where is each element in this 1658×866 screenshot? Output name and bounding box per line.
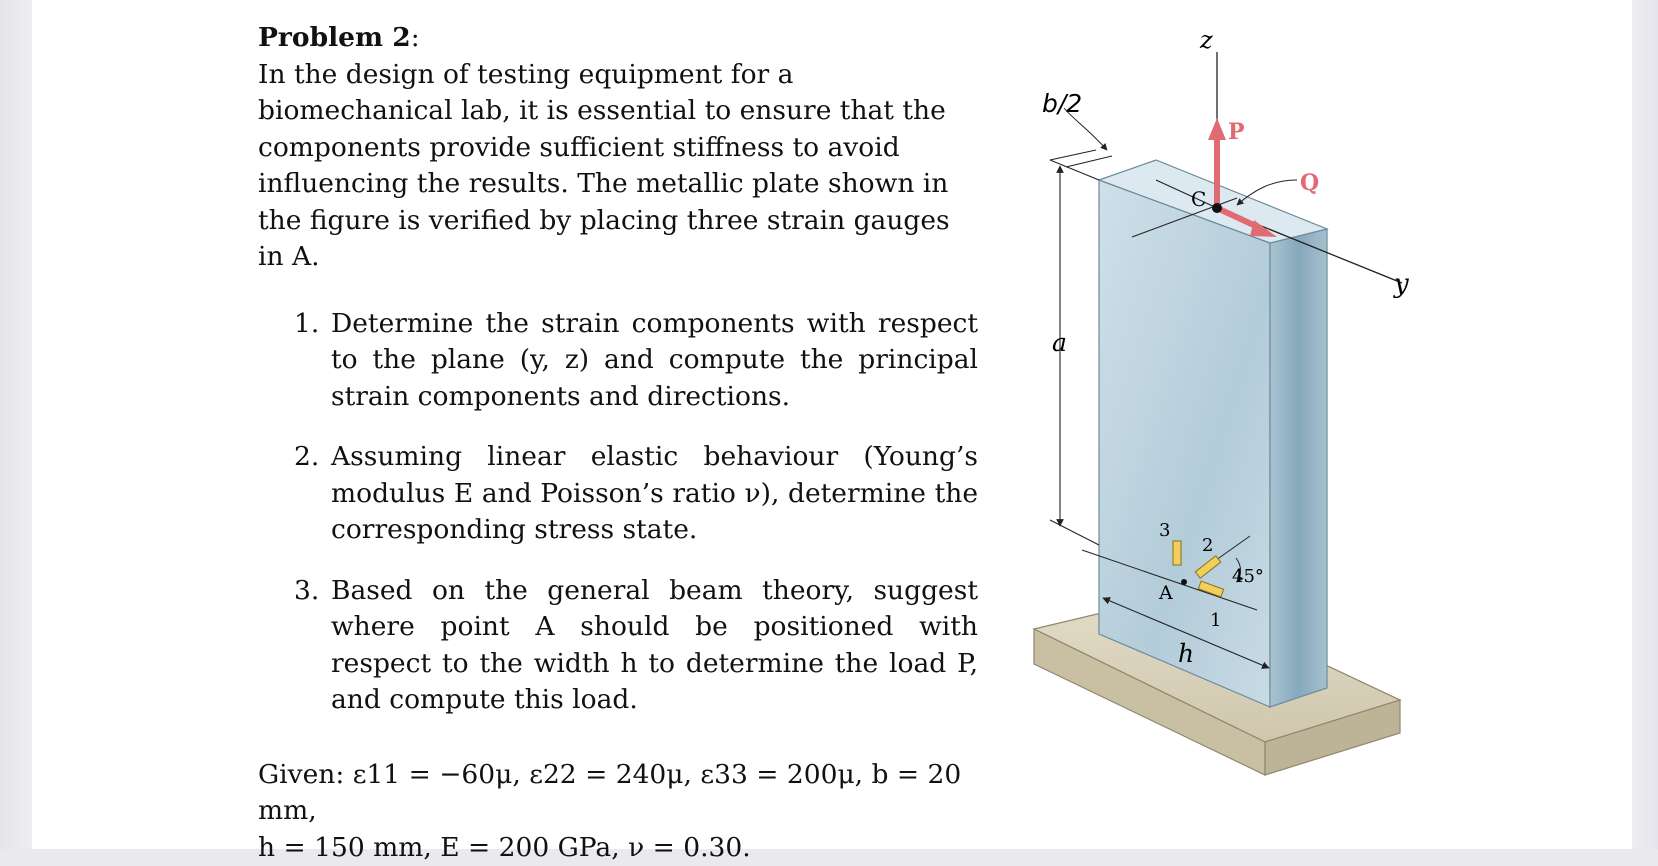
point-C bbox=[1212, 203, 1222, 213]
plate-side-face bbox=[1270, 229, 1327, 707]
point-A bbox=[1181, 579, 1187, 585]
page-margin-right bbox=[1632, 0, 1658, 849]
label-z: z bbox=[1199, 26, 1213, 54]
problem-title-colon: : bbox=[411, 22, 420, 53]
given-line-2: h = 150 mm, E = 200 GPa, ν = 0.30. bbox=[258, 832, 751, 863]
task-text: Assuming linear elastic behaviour (Young… bbox=[331, 441, 978, 545]
label-h: h bbox=[1178, 639, 1194, 668]
problem-text: Problem 2: In the design of testing equi… bbox=[258, 20, 978, 866]
gauge-3 bbox=[1173, 541, 1181, 565]
label-gauge-2: 2 bbox=[1202, 535, 1213, 556]
label-A: A bbox=[1158, 582, 1173, 604]
document-page: Problem 2: In the design of testing equi… bbox=[32, 0, 1632, 849]
a-dim-ext-top bbox=[1050, 160, 1099, 180]
label-b-half: b/2 bbox=[1042, 89, 1082, 118]
task-number: 1. bbox=[294, 306, 319, 343]
load-P-arrowhead bbox=[1208, 118, 1226, 140]
task-number: 2. bbox=[294, 439, 319, 476]
problem-intro: In the design of testing equipment for a… bbox=[258, 57, 978, 276]
task-number: 3. bbox=[294, 573, 319, 610]
plate-figure: z y b/2 a h P Q C A 1 2 3 45° bbox=[1012, 0, 1432, 800]
label-a: a bbox=[1052, 328, 1067, 357]
label-Q: Q bbox=[1300, 170, 1319, 196]
label-P: P bbox=[1228, 119, 1245, 145]
plate-front-face bbox=[1099, 180, 1270, 707]
given-line-1: Given: ε11 = −60μ, ε22 = 240μ, ε33 = 200… bbox=[258, 759, 961, 827]
given-values: Given: ε11 = −60μ, ε22 = 240μ, ε33 = 200… bbox=[258, 757, 978, 866]
label-gauge-1: 1 bbox=[1210, 610, 1221, 631]
b-half-dim-ext2 bbox=[1066, 156, 1112, 167]
task-text: Determine the strain components with res… bbox=[331, 308, 978, 412]
task-item: 3. Based on the general beam theory, sugg… bbox=[258, 573, 978, 719]
label-gauge-3: 3 bbox=[1159, 520, 1170, 541]
task-list: 1. Determine the strain components with r… bbox=[258, 306, 978, 719]
label-y: y bbox=[1393, 269, 1409, 299]
task-item: 2. Assuming linear elastic behaviour (You… bbox=[258, 439, 978, 549]
label-angle: 45° bbox=[1232, 566, 1264, 587]
task-item: 1. Determine the strain components with r… bbox=[258, 306, 978, 416]
problem-heading: Problem 2: bbox=[258, 20, 978, 57]
task-text: Based on the general beam theory, sugges… bbox=[331, 575, 978, 716]
label-C: C bbox=[1191, 187, 1206, 211]
problem-title: Problem 2 bbox=[258, 22, 411, 53]
page-margin-left bbox=[0, 0, 32, 849]
b-half-dim-ext1 bbox=[1050, 150, 1096, 160]
a-dim-ext-bottom bbox=[1050, 520, 1099, 545]
